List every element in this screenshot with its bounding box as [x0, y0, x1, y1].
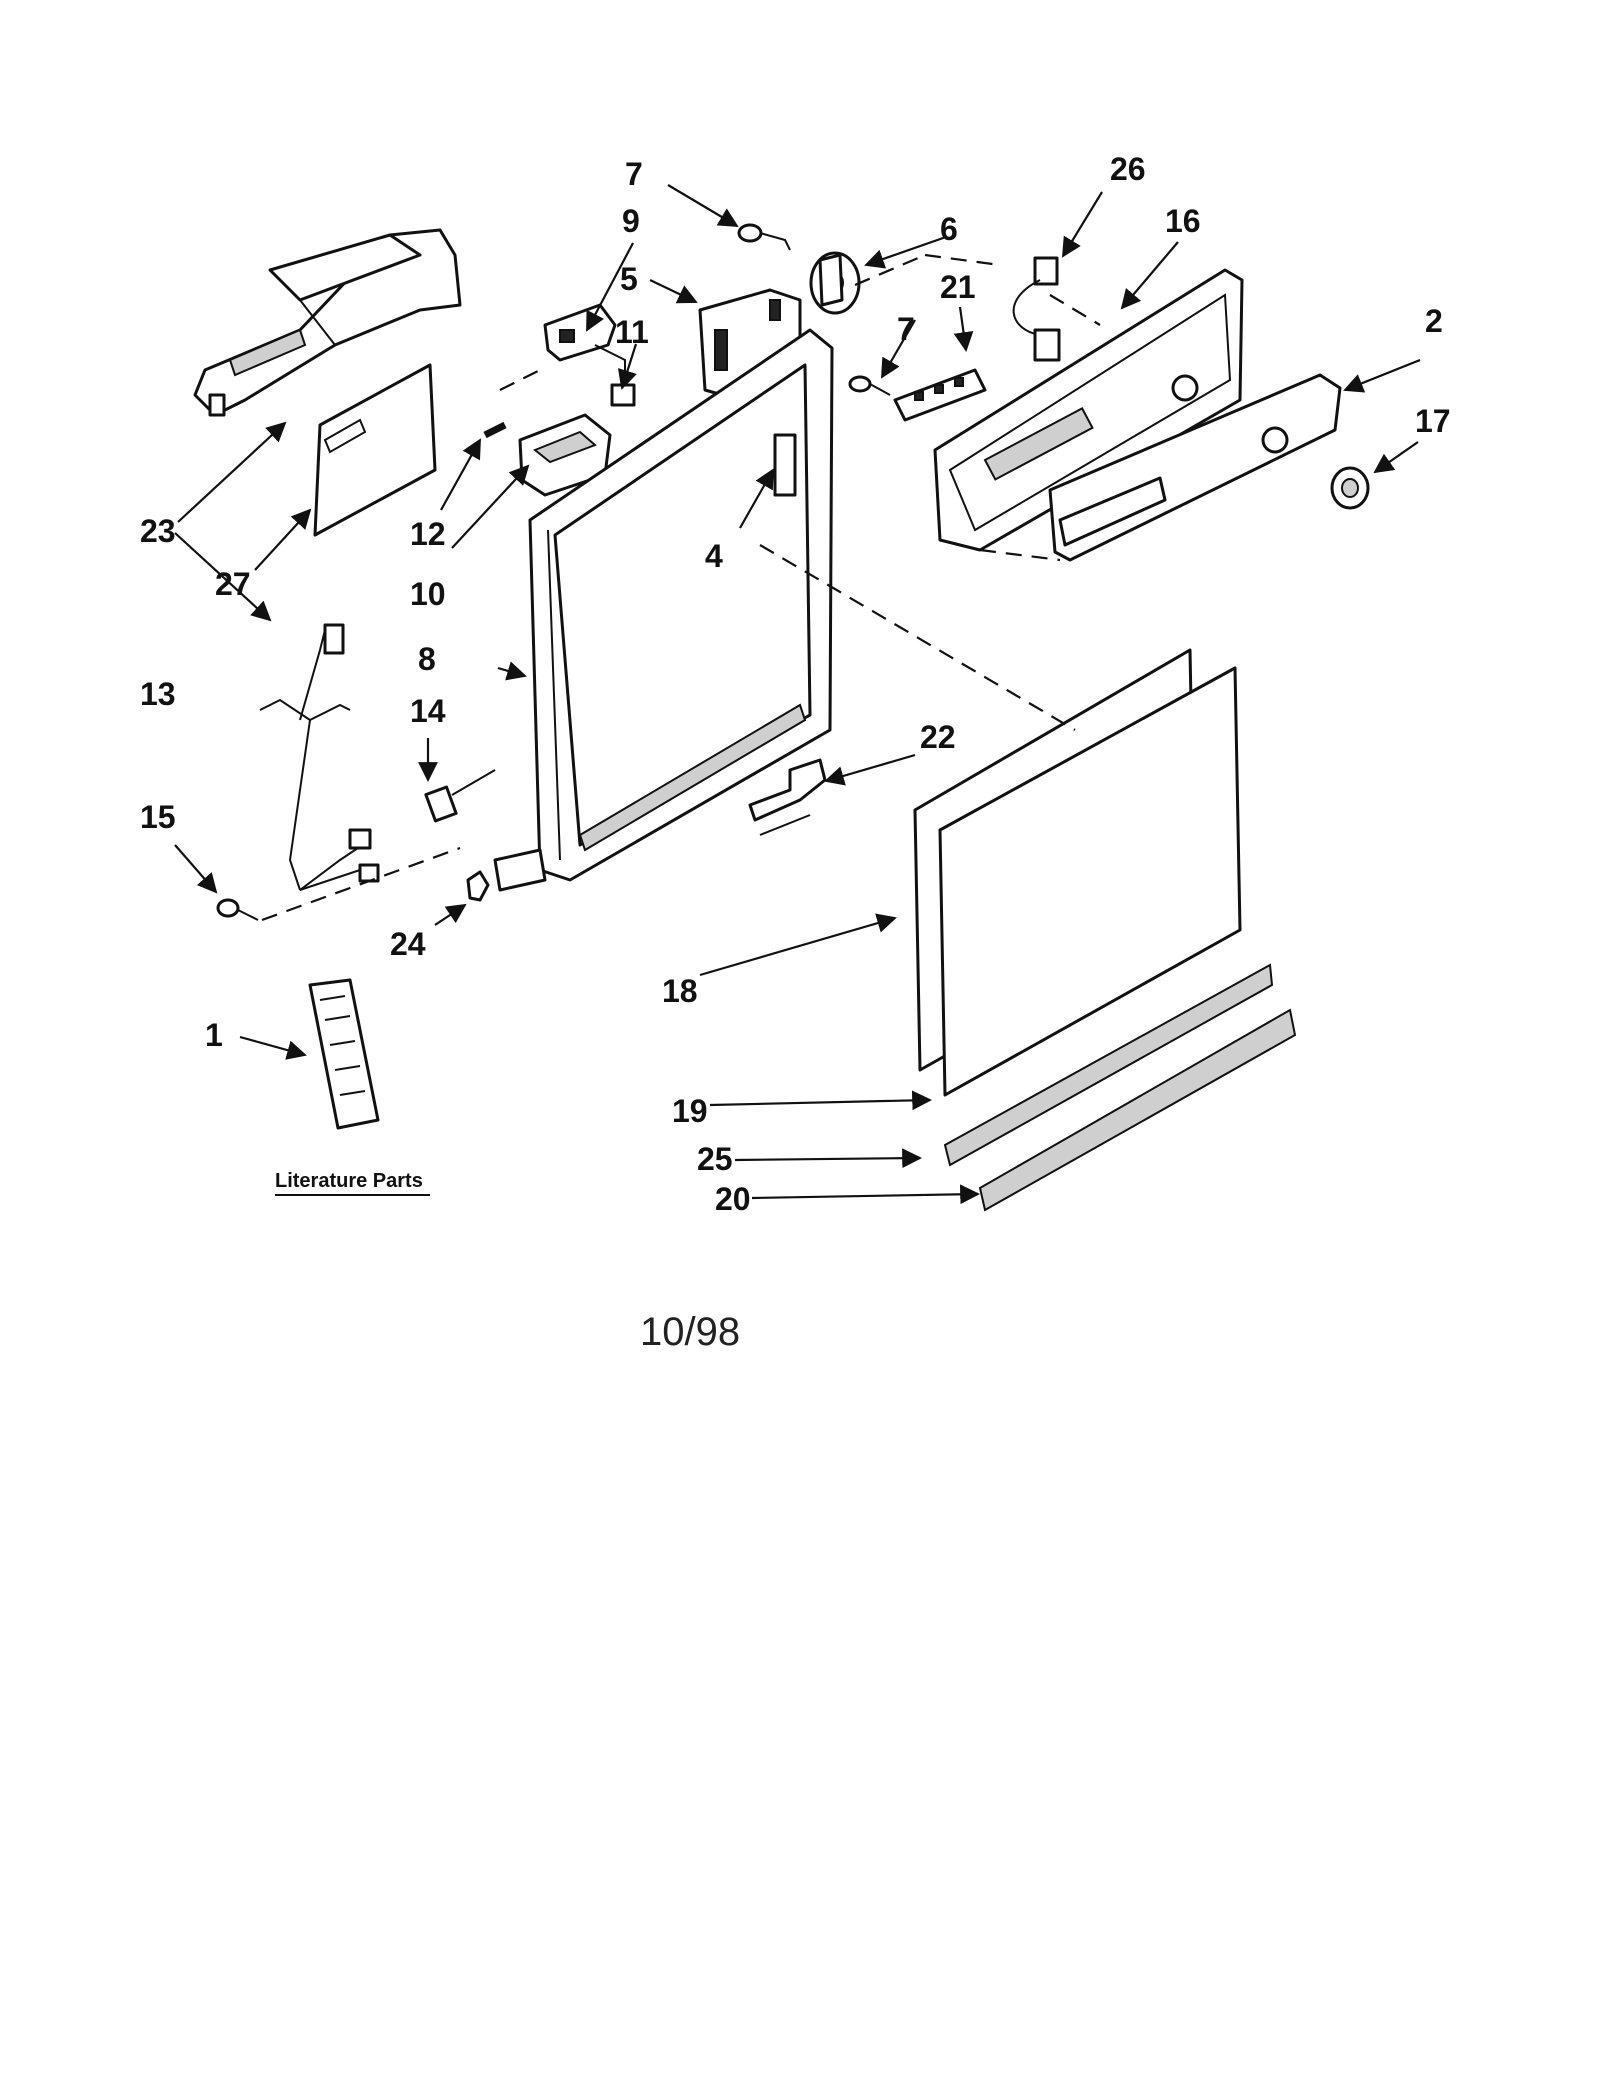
callout-7-top: 7 [625, 156, 643, 192]
part-14-connector-plug [424, 769, 496, 823]
callout-15: 15 [140, 799, 176, 835]
callout-5: 5 [620, 261, 638, 297]
literature-parts-label: Literature Parts [275, 1170, 423, 1192]
callout-20: 20 [715, 1181, 751, 1217]
callout-11: 11 [615, 314, 649, 350]
part-7-screw-middle [848, 375, 891, 396]
callout-14: 14 [410, 693, 446, 729]
part-24-clip [466, 870, 490, 902]
callout-2: 2 [1425, 303, 1443, 339]
part-12-pin [483, 421, 507, 439]
callout-12: 12 [410, 516, 446, 552]
part-7-screw-top [737, 223, 791, 251]
part-23-vent-housing [193, 228, 462, 417]
callout-7-middle: 7 [897, 311, 915, 347]
callout-26: 26 [1110, 151, 1146, 187]
part-25-trim-strip [943, 963, 1274, 1167]
part-8-door-frame [493, 328, 834, 892]
callout-8: 8 [418, 641, 436, 677]
callout-16: 16 [1165, 203, 1201, 239]
part-11-connector [594, 344, 636, 407]
callout-27: 27 [215, 566, 251, 602]
callout-labels: 7 9 5 11 6 26 16 21 7 2 17 23 12 27 10 4… [140, 151, 1451, 1217]
date-code: 10/98 [640, 1310, 740, 1354]
callout-6: 6 [940, 211, 958, 247]
part-27-insulation-panel [313, 363, 437, 537]
callout-1: 1 [205, 1017, 223, 1053]
callout-23: 23 [140, 513, 176, 549]
part-9-bracket [543, 303, 617, 362]
part-19-inner-door-panel [938, 666, 1242, 1097]
part-15-screw [216, 898, 259, 921]
callout-17: 17 [1415, 403, 1451, 439]
callout-9: 9 [622, 203, 640, 239]
part-20-bottom-trim [978, 1008, 1297, 1212]
part-6-dial [809, 251, 861, 315]
callout-10: 10 [410, 576, 446, 612]
callout-leaders [174, 184, 1421, 1205]
callout-21: 21 [940, 269, 976, 305]
part-2-console-panel [1048, 373, 1342, 562]
callout-24: 24 [390, 926, 426, 962]
part-26-harness-connector [1012, 256, 1061, 362]
part-22-handle-strap [748, 758, 827, 836]
part-1-literature-booklet [308, 978, 380, 1130]
part-16-control-panel [933, 268, 1244, 552]
part-21-control-board [893, 368, 987, 422]
assembly-guide-lines [261, 253, 1101, 922]
callout-18: 18 [662, 973, 698, 1009]
callout-13: 13 [140, 676, 176, 712]
callout-22: 22 [920, 719, 956, 755]
part-13-wire-harness [259, 623, 380, 891]
part-17-knob [1330, 466, 1370, 510]
callout-25: 25 [697, 1141, 733, 1177]
callout-19: 19 [672, 1093, 708, 1129]
callout-4: 4 [705, 538, 723, 574]
